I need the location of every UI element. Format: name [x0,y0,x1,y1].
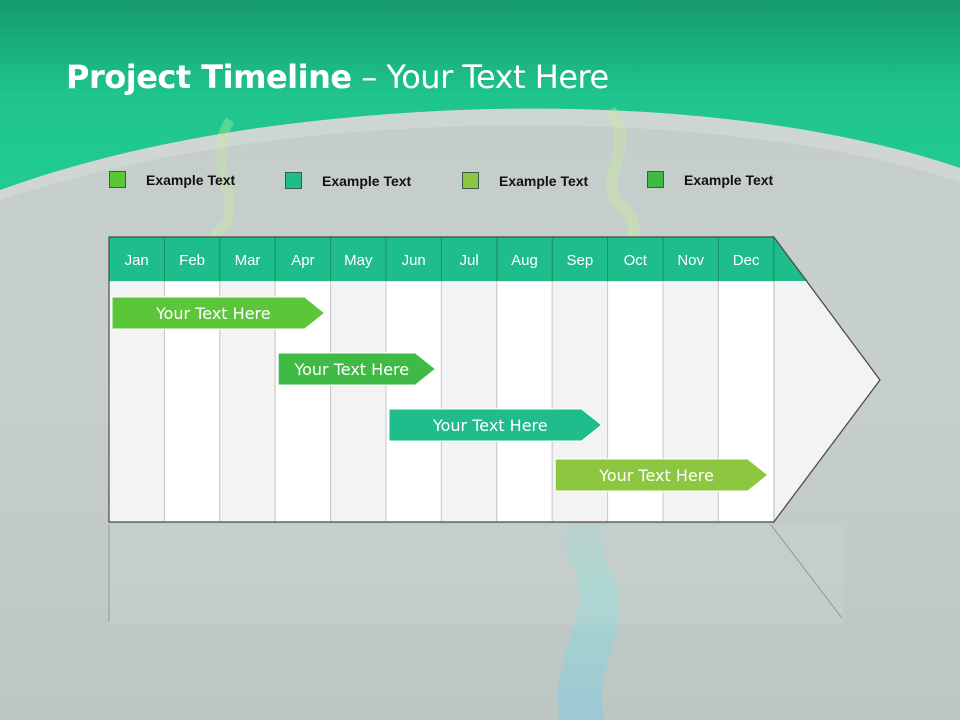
title-bold: Project Timeline [66,58,352,96]
task-bar [111,296,326,330]
month-label: Jul [460,252,479,269]
month-label: Apr [291,252,314,269]
task-label: Your Text Here [598,466,714,485]
month-label: Jun [402,252,426,269]
month-label: Feb [179,252,205,269]
smoke-column [557,490,620,720]
task-bar [388,408,603,442]
task-bar [277,352,437,386]
month-header-band [109,237,808,281]
timeline-frame [108,236,881,523]
month-column [385,280,442,523]
legend-label: Example Text [146,172,236,188]
month-label: Nov [677,252,704,269]
banner-highlight [0,108,960,200]
task-label: Your Text Here [155,304,271,323]
month-column [496,280,553,523]
legend-swatch [109,171,126,188]
page-title: Project Timeline – Your Text Here [66,58,609,96]
month-label: Sep [567,252,594,269]
task-bar [554,458,769,492]
legend-swatch [462,172,479,189]
legend-label: Example Text [499,173,589,189]
month-column [330,280,387,523]
legend-swatch [285,172,302,189]
header-banner [0,0,960,190]
task-label: Your Text Here [293,360,409,379]
legend-swatch [647,171,664,188]
task-label: Your Text Here [432,416,548,435]
month-label: Jan [125,252,149,269]
title-rest: – Your Text Here [351,58,609,96]
month-label: Mar [235,252,261,269]
floor-reflection [108,525,843,625]
month-label: May [344,252,373,269]
legend-label: Example Text [684,172,774,188]
month-label: Dec [733,252,760,269]
month-label: Aug [511,252,538,269]
legend-label: Example Text [322,173,412,189]
month-column [440,280,498,523]
month-label: Oct [624,252,648,269]
reflection-edge-diag [770,524,843,619]
